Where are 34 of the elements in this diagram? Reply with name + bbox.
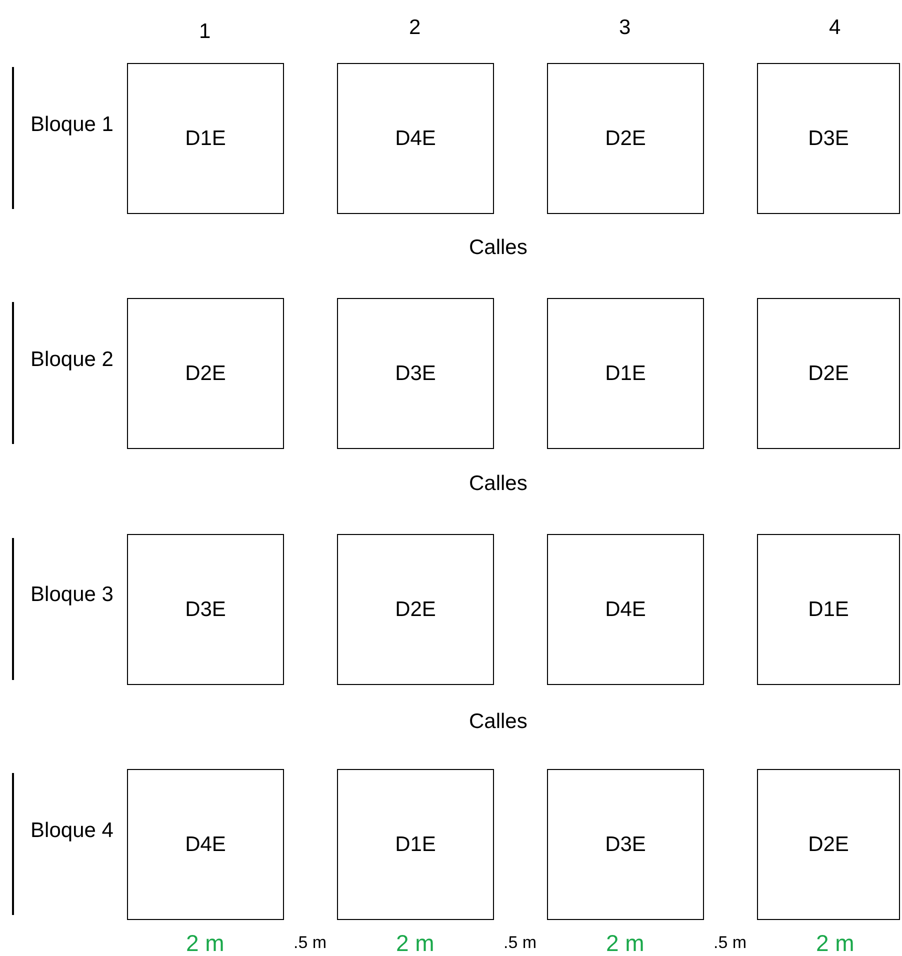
dimension-label: 2 m	[816, 930, 854, 956]
block-label: Bloque 4	[30, 818, 114, 844]
path-label: Calles	[469, 472, 528, 496]
plot-box: D2E	[337, 534, 494, 685]
plot-box: D2E	[757, 298, 900, 449]
path-label: Calles	[469, 710, 528, 734]
plot-box: D4E	[547, 534, 704, 685]
plot-box: D3E	[337, 298, 494, 449]
plot-box: D1E	[547, 298, 704, 449]
path-label: Calles	[469, 236, 528, 260]
block-label: Bloque 1	[30, 112, 114, 138]
dimension-label: 2 m	[186, 930, 224, 956]
plot-box: D1E	[757, 534, 900, 685]
plot-box: D4E	[337, 63, 494, 214]
plot-box: D1E	[337, 769, 494, 920]
block-label: Bloque 2	[30, 347, 114, 373]
dimension-label: 2 m	[396, 930, 434, 956]
column-number: 1	[199, 20, 211, 44]
plot-box: D2E	[547, 63, 704, 214]
dimension-label: .5 m	[714, 933, 747, 953]
block-label: Bloque 3	[30, 582, 114, 608]
dimension-label: .5 m	[504, 933, 537, 953]
plot-box: D2E	[757, 769, 900, 920]
dimension-label: 2 m	[606, 930, 644, 956]
plot-box: D4E	[127, 769, 284, 920]
column-number: 2	[409, 16, 421, 40]
plot-box: D1E	[127, 63, 284, 214]
column-number: 3	[619, 16, 631, 40]
plot-box: D3E	[127, 534, 284, 685]
plot-box: D3E	[547, 769, 704, 920]
plot-box: D2E	[127, 298, 284, 449]
column-number: 4	[829, 16, 841, 40]
plot-box: D3E	[757, 63, 900, 214]
dimension-label: .5 m	[294, 933, 327, 953]
